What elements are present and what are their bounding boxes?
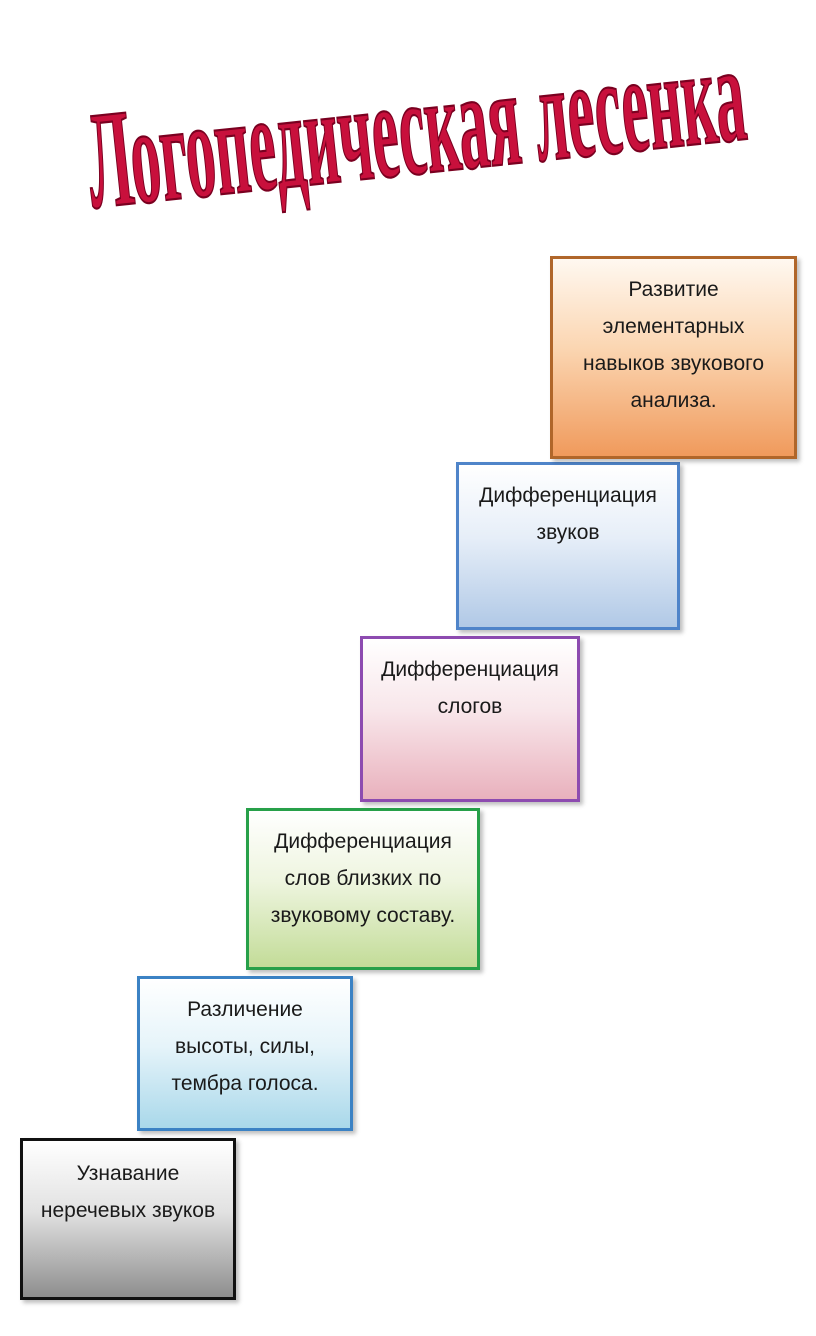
step-4-box: Дифференциация слогов bbox=[360, 636, 580, 802]
step-3-label: Дифференциация слов близких по звуковому… bbox=[270, 830, 456, 927]
step-6-label: Развитие элементарных навыков звукового … bbox=[582, 278, 765, 412]
step-2-box: Различение высоты, силы, тембра голоса. bbox=[137, 976, 353, 1131]
step-1-box: Узнавание неречевых звуков bbox=[20, 1138, 236, 1300]
step-6-box: Развитие элементарных навыков звукового … bbox=[550, 256, 797, 459]
step-5-label: Дифференциация звуков bbox=[479, 484, 657, 544]
title-banner: Логопедическая лесенка bbox=[0, 0, 816, 240]
page-title: Логопедическая лесенка bbox=[79, 15, 752, 238]
step-5-box: Дифференциация звуков bbox=[456, 462, 680, 630]
step-3-box: Дифференциация слов близких по звуковому… bbox=[246, 808, 480, 970]
title-wordart: Логопедическая лесенка bbox=[78, 14, 752, 239]
step-1-label: Узнавание неречевых звуков bbox=[40, 1162, 216, 1222]
step-4-label: Дифференциация слогов bbox=[381, 658, 559, 718]
step-2-label: Различение высоты, силы, тембра голоса. bbox=[171, 998, 319, 1095]
